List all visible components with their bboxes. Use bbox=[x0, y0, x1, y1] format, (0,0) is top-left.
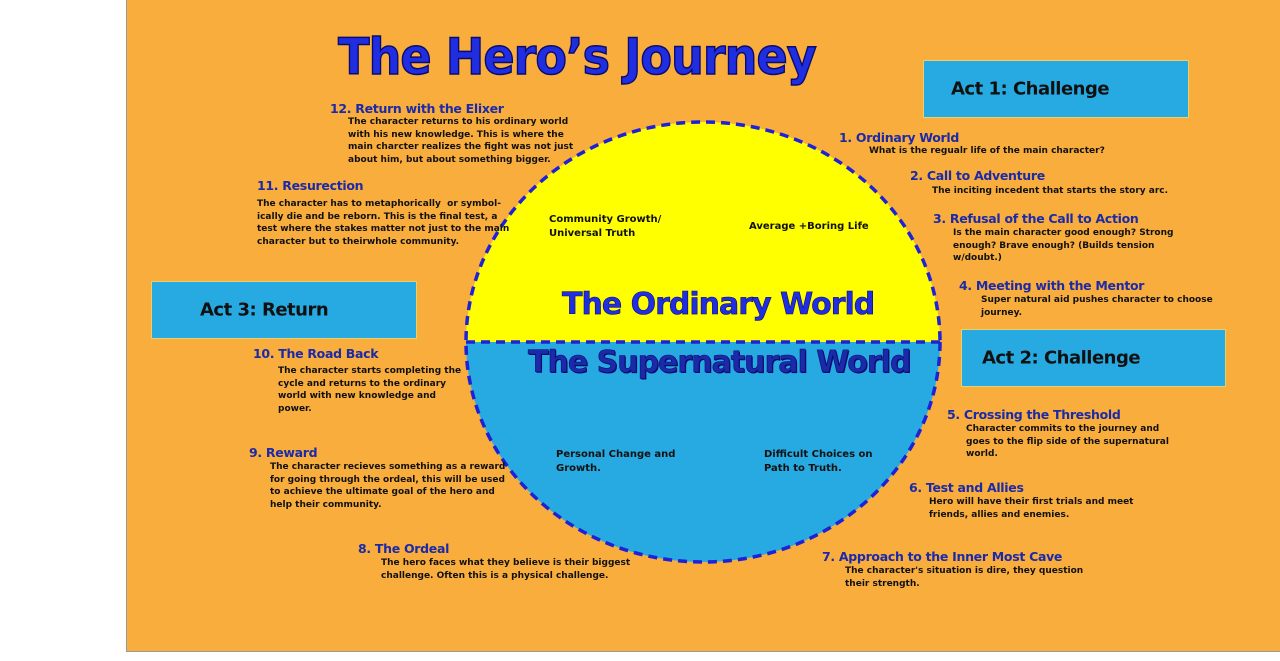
act3-box: Act 3: Return bbox=[151, 281, 417, 339]
stage-title: 12. Return with the Elixer bbox=[330, 101, 504, 116]
stage-title: 5. Crossing the Threshold bbox=[947, 407, 1121, 422]
act3-label: Act 3: Return bbox=[200, 299, 329, 321]
stage-title: 10. The Road Back bbox=[253, 346, 379, 361]
stage-desc: The character has to metaphorically or s… bbox=[257, 199, 510, 247]
stage-desc: The character starts completing the cycl… bbox=[278, 366, 462, 414]
stage-title: 11. Resurection bbox=[257, 178, 364, 193]
stage-10: 10. The Road Back The character starts c… bbox=[253, 346, 461, 415]
stage-title: 9. Reward bbox=[249, 445, 318, 460]
average-life-label: Average +Boring Life bbox=[749, 221, 869, 232]
stage-desc: Character commits to the journey and goe… bbox=[966, 424, 1169, 459]
stage-11: 11. Resurection The character has to met… bbox=[257, 178, 509, 248]
stage-6: 6. Test and Allies Hero will have their … bbox=[909, 480, 1133, 521]
supernatural-world-half bbox=[466, 342, 940, 562]
personal-change-label: Personal Change and Growth. bbox=[556, 449, 676, 474]
stage-2: 2. Call to Adventure The inciting incede… bbox=[910, 168, 1168, 198]
stage-12: 12. Return with the Elixer The character… bbox=[330, 101, 573, 166]
worlds-circle bbox=[464, 120, 942, 564]
difficult-choices-label: Difficult Choices on Path to Truth. bbox=[764, 449, 873, 474]
stage-4: 4. Meeting with the Mentor Super natural… bbox=[959, 278, 1213, 319]
stage-desc: The inciting incedent that starts the st… bbox=[932, 186, 1169, 196]
stage-5: 5. Crossing the Threshold Character comm… bbox=[947, 407, 1169, 461]
stage-title: 8. The Ordeal bbox=[358, 541, 450, 556]
stage-title: 4. Meeting with the Mentor bbox=[959, 278, 1145, 293]
supernatural-world-label: The Supernatural World bbox=[528, 345, 912, 381]
stage-desc: Super natural aid pushes character to ch… bbox=[981, 295, 1213, 318]
stage-desc: The character returns to his ordinary wo… bbox=[348, 117, 574, 165]
stage-1: 1. Ordinary World What is the regualr li… bbox=[839, 130, 1105, 158]
act1-box: Act 1: Challenge bbox=[923, 60, 1189, 118]
stage-desc: The character's situation is dire, they … bbox=[845, 566, 1084, 589]
act1-label: Act 1: Challenge bbox=[951, 78, 1110, 100]
stage-9: 9. Reward The character recieves somethi… bbox=[249, 445, 505, 511]
ordinary-world-half bbox=[466, 122, 940, 342]
ordinary-world-label: The Ordinary World bbox=[562, 287, 876, 323]
act2-label: Act 2: Challenge bbox=[982, 347, 1141, 369]
stage-desc: Hero will have their first trials and me… bbox=[929, 497, 1134, 520]
stage-3: 3. Refusal of the Call to Action Is the … bbox=[933, 211, 1173, 265]
stage-title: 2. Call to Adventure bbox=[910, 168, 1045, 183]
stage-desc: The character recieves something as a re… bbox=[270, 462, 506, 510]
stage-desc: What is the regualr life of the main cha… bbox=[869, 146, 1105, 156]
act2-box: Act 2: Challenge bbox=[961, 329, 1226, 387]
stage-title: 6. Test and Allies bbox=[909, 480, 1024, 495]
stage-desc: Is the main character good enough? Stron… bbox=[953, 228, 1174, 263]
community-growth-label: Community Growth/ Universal Truth bbox=[549, 214, 662, 239]
stage-8: 8. The Ordeal The hero faces what they b… bbox=[358, 541, 630, 582]
diagram-title: The Hero’s Journey bbox=[337, 27, 817, 87]
stage-title: 1. Ordinary World bbox=[839, 130, 960, 145]
diagram-canvas: The Hero’s Journey The Ordinary World Th… bbox=[126, 0, 1280, 652]
stage-title: 7. Approach to the Inner Most Cave bbox=[822, 549, 1063, 564]
stage-desc: The hero faces what they believe is thei… bbox=[381, 558, 631, 581]
stage-7: 7. Approach to the Inner Most Cave The c… bbox=[822, 549, 1083, 590]
stage-title: 3. Refusal of the Call to Action bbox=[933, 211, 1139, 226]
